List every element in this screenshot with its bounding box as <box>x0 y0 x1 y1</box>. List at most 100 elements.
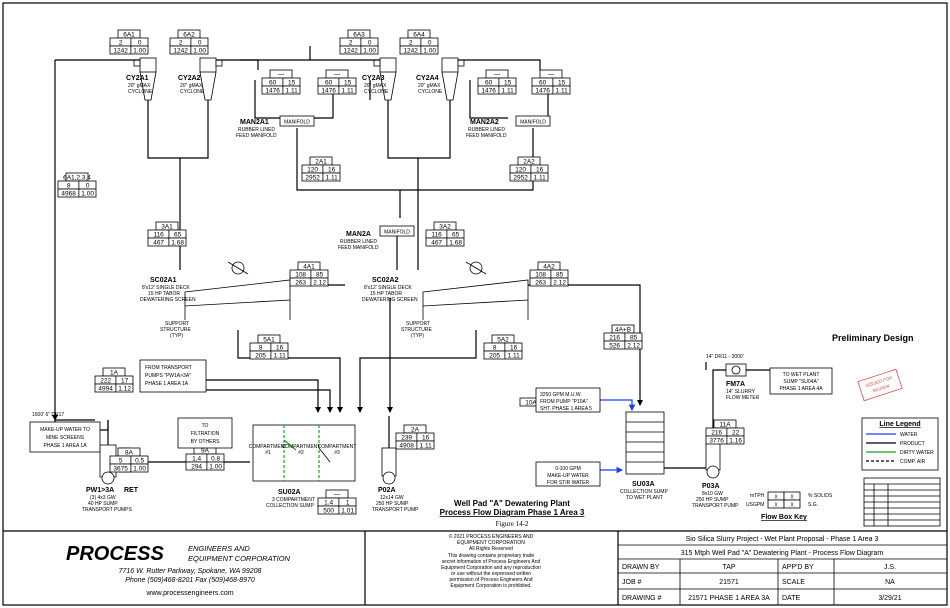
flow-box-id: 1A <box>110 370 119 377</box>
flow-box-value: 467 <box>153 240 164 247</box>
flow-box-value: 2 <box>119 40 123 47</box>
flow-box-id: 6A2 <box>183 32 195 39</box>
flow-box-id: — <box>548 72 555 79</box>
flow-box-value: 0 <box>428 40 432 47</box>
flow-box-value: 60 <box>269 80 277 87</box>
svg-text:MANIFOLD: MANIFOLD <box>384 230 410 236</box>
overflow-line-left <box>54 59 259 150</box>
flow-box-value: 15 <box>288 80 296 87</box>
svg-text:RUBBER LINED: RUBBER LINED <box>238 127 275 133</box>
svg-text:FLOW METER: FLOW METER <box>726 395 760 401</box>
svg-text:315 Mtph Well Pad "A" Dewateri: 315 Mtph Well Pad "A" Dewatering Plant -… <box>681 550 884 557</box>
flow-box-value: 1476 <box>321 88 336 95</box>
svg-text:CYCLONE: CYCLONE <box>364 89 389 95</box>
flow-box-value: 0 <box>368 40 372 47</box>
flow-box-value: 205 <box>489 353 500 360</box>
pump-p02a-symbol <box>381 416 397 485</box>
svg-text:SCALE: SCALE <box>782 579 805 586</box>
svg-text:Sio Silica Slurry Project - W: Sio Silica Slurry Project - Wet Plant Pr… <box>686 536 879 543</box>
svg-text:COMPARTMENT: COMPARTMENT <box>282 444 321 450</box>
flow-box-value: 1.11 <box>556 88 569 95</box>
manifold-man2a2: MANIFOLD <box>515 115 551 127</box>
svg-text:PUMPS "PW1A>3A": PUMPS "PW1A>3A" <box>145 373 191 379</box>
flow-box-id: 5A2 <box>497 337 509 344</box>
flow-box-value: 16 <box>510 345 518 352</box>
svg-text:REVIEW: REVIEW <box>872 383 891 393</box>
flow-box-value: 1242 <box>173 48 188 55</box>
svg-text:MAKE-UP WATER TO: MAKE-UP WATER TO <box>40 427 90 433</box>
svg-text:MANIFOLD: MANIFOLD <box>284 120 310 126</box>
flow-box-id: 8A <box>125 450 134 457</box>
issued-for-review-stamp: ISSUED FOR REVIEW <box>857 368 903 402</box>
flow-box-value: 2952 <box>513 175 528 182</box>
svg-text:20" gMAX: 20" gMAX <box>418 83 441 89</box>
svg-text:Well Pad "A" Dewatering Plant: Well Pad "A" Dewatering Plant <box>454 499 570 508</box>
sump-su03a-tag: SU03A <box>632 481 655 488</box>
manifold-labels: MAN2A1 RUBBER LINED FEED MANIFOLD MAN2A2… <box>236 119 507 251</box>
cyclone-cy2a2-symbol <box>199 57 223 101</box>
flow-box-id: — <box>334 72 341 79</box>
flow-box-value: 4968 <box>61 191 76 198</box>
svg-text:X: X <box>790 503 794 509</box>
flow-box-value: 120 <box>307 167 318 174</box>
svg-text:3250 GPM M.U.W.: 3250 GPM M.U.W. <box>540 392 582 398</box>
flow-box-id: 2A <box>411 427 420 434</box>
svg-text:Process Flow Diagram Phase 1 A: Process Flow Diagram Phase 1 Area 3 <box>440 508 585 517</box>
flow-meter-fm7a-tag: FM7A <box>726 381 745 388</box>
flow-box-value: 3776 <box>709 438 724 445</box>
sump-su02a <box>252 424 356 482</box>
svg-text:SUPPORT: SUPPORT <box>406 321 430 327</box>
svg-text:X: X <box>790 495 794 501</box>
flow-box-value: 8 <box>493 345 497 352</box>
flow-box-id: 2A1 <box>315 159 327 166</box>
flow-box-id: 4A+B <box>615 327 631 334</box>
svg-text:DEWATERING SCREEN: DEWATERING SCREEN <box>362 297 418 303</box>
flow-box-value: 1.4 <box>324 500 333 507</box>
svg-text:FEED MANIFOLD: FEED MANIFOLD <box>236 133 277 139</box>
svg-text:8'x12' SINGLE DECK: 8'x12' SINGLE DECK <box>142 285 190 291</box>
flow-box-value: 1.11 <box>326 175 339 182</box>
svg-text:250 HP SUMP: 250 HP SUMP <box>696 497 729 503</box>
svg-text:(TYP): (TYP) <box>170 333 183 339</box>
svg-text:PHASE 1 AREA 1A: PHASE 1 AREA 1A <box>145 381 189 387</box>
flow-box-id: 3A2 <box>439 224 451 231</box>
cyclone-cy2a3-tag: CY2A3 <box>362 75 385 82</box>
svg-text:TO WET PLANT: TO WET PLANT <box>783 372 820 378</box>
flow-box-value: 3675 <box>113 466 128 473</box>
svg-text:EQUIPMENT CORPORATION: EQUIPMENT CORPORATION <box>457 540 525 546</box>
svg-text:14" DR11 - 3000': 14" DR11 - 3000' <box>706 354 744 360</box>
svg-text:secret information of Process: secret information of Process Engineers … <box>442 559 541 565</box>
cyclone-cy2a1-tag: CY2A1 <box>126 75 149 82</box>
svg-text:SC02A1: SC02A1 <box>150 277 177 284</box>
svg-text:Equipment Corporation and any: Equipment Corporation and any reproducti… <box>441 565 541 571</box>
cyclone-cy2a2-tag: CY2A2 <box>178 75 201 82</box>
flow-box-value: 1.16 <box>729 438 742 445</box>
flow-box-value: 108 <box>535 272 546 279</box>
flow-box-value: 1.4 <box>192 456 201 463</box>
flow-box-id: 5A1 <box>263 337 275 344</box>
svg-text:BY OTHERS: BY OTHERS <box>191 439 220 445</box>
svg-text:DATE: DATE <box>782 595 800 602</box>
flow-box-value: 1.68 <box>449 240 462 247</box>
flow-box-value: 1.12 <box>118 386 131 393</box>
flow-box-value: 1.11 <box>286 88 299 95</box>
pump-pw1-3a-tag: PW1>3A <box>86 487 114 494</box>
svg-text:or use without the expressed w: or use without the expressed written <box>451 571 531 577</box>
flow-box-id: 6A1 <box>123 32 135 39</box>
svg-text:8'x12' SINGLE DECK: 8'x12' SINGLE DECK <box>364 285 412 291</box>
svg-text:Figure 14-2: Figure 14-2 <box>496 520 529 528</box>
svg-text:J.S.: J.S. <box>884 564 896 571</box>
svg-text:RUBBER LINED: RUBBER LINED <box>468 127 505 133</box>
svg-text:250 HP SUMP: 250 HP SUMP <box>376 501 409 507</box>
flow-box-value: 1.11 <box>534 175 547 182</box>
